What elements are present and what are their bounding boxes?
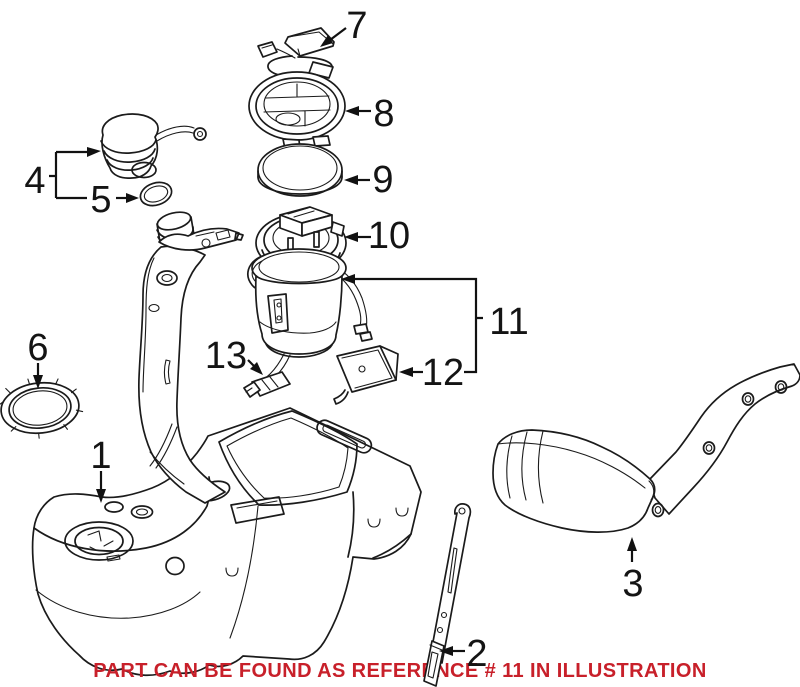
- leader-12: [399, 367, 423, 377]
- callout-3-label: 3: [622, 563, 643, 605]
- leader-13: [247, 359, 263, 375]
- pump-bracket-drawing: [333, 345, 399, 405]
- reference-note: PART CAN BE FOUND AS REFERENCE # 11 IN I…: [93, 660, 706, 682]
- callout-5-label: 5: [90, 179, 111, 221]
- leader-5: [116, 193, 139, 203]
- callout-10-label: 10: [368, 215, 410, 257]
- leader-3: [627, 537, 637, 562]
- cap-seal-drawing: [139, 181, 173, 207]
- leader-7: [320, 27, 347, 47]
- callout-8-label: 8: [373, 93, 394, 135]
- callout-1-label: 1: [90, 435, 111, 477]
- callout-9-label: 9: [372, 159, 393, 201]
- leader-10: [344, 232, 371, 242]
- locking-ring-drawing: [0, 378, 84, 439]
- callout-labels: 1 2 3 4 5 6 7 8 9 10 11 12 13: [24, 5, 643, 675]
- leader-6: [33, 363, 43, 389]
- callout-7-label: 7: [346, 5, 367, 47]
- heat-shield-drawing: [492, 363, 800, 533]
- callout-11-label: 11: [489, 301, 528, 343]
- fuel-pump-drawing: [247, 248, 373, 387]
- callout-4-label: 4: [24, 160, 45, 202]
- callout-13-label: 13: [205, 335, 247, 377]
- pump-seal-drawing: [257, 143, 343, 197]
- leader-11: [341, 274, 483, 374]
- callout-6-label: 6: [27, 327, 48, 369]
- fuel-filler-cap-drawing: [100, 113, 207, 179]
- callout-leaders: [33, 27, 637, 656]
- leader-8: [345, 106, 371, 116]
- callout-12-label: 12: [422, 352, 464, 394]
- leader-4: [49, 147, 101, 200]
- locking-cap-drawing: [248, 61, 346, 150]
- tank-strap-drawing: [423, 503, 472, 687]
- leader-1: [96, 471, 106, 503]
- fuel-tank-drawing: [31, 407, 422, 677]
- wiring-connector-drawing: [243, 371, 291, 398]
- leader-9: [344, 175, 370, 185]
- callout-2-label: 2: [466, 633, 487, 675]
- filler-neck-drawing: [138, 211, 244, 504]
- leader-2: [439, 646, 465, 656]
